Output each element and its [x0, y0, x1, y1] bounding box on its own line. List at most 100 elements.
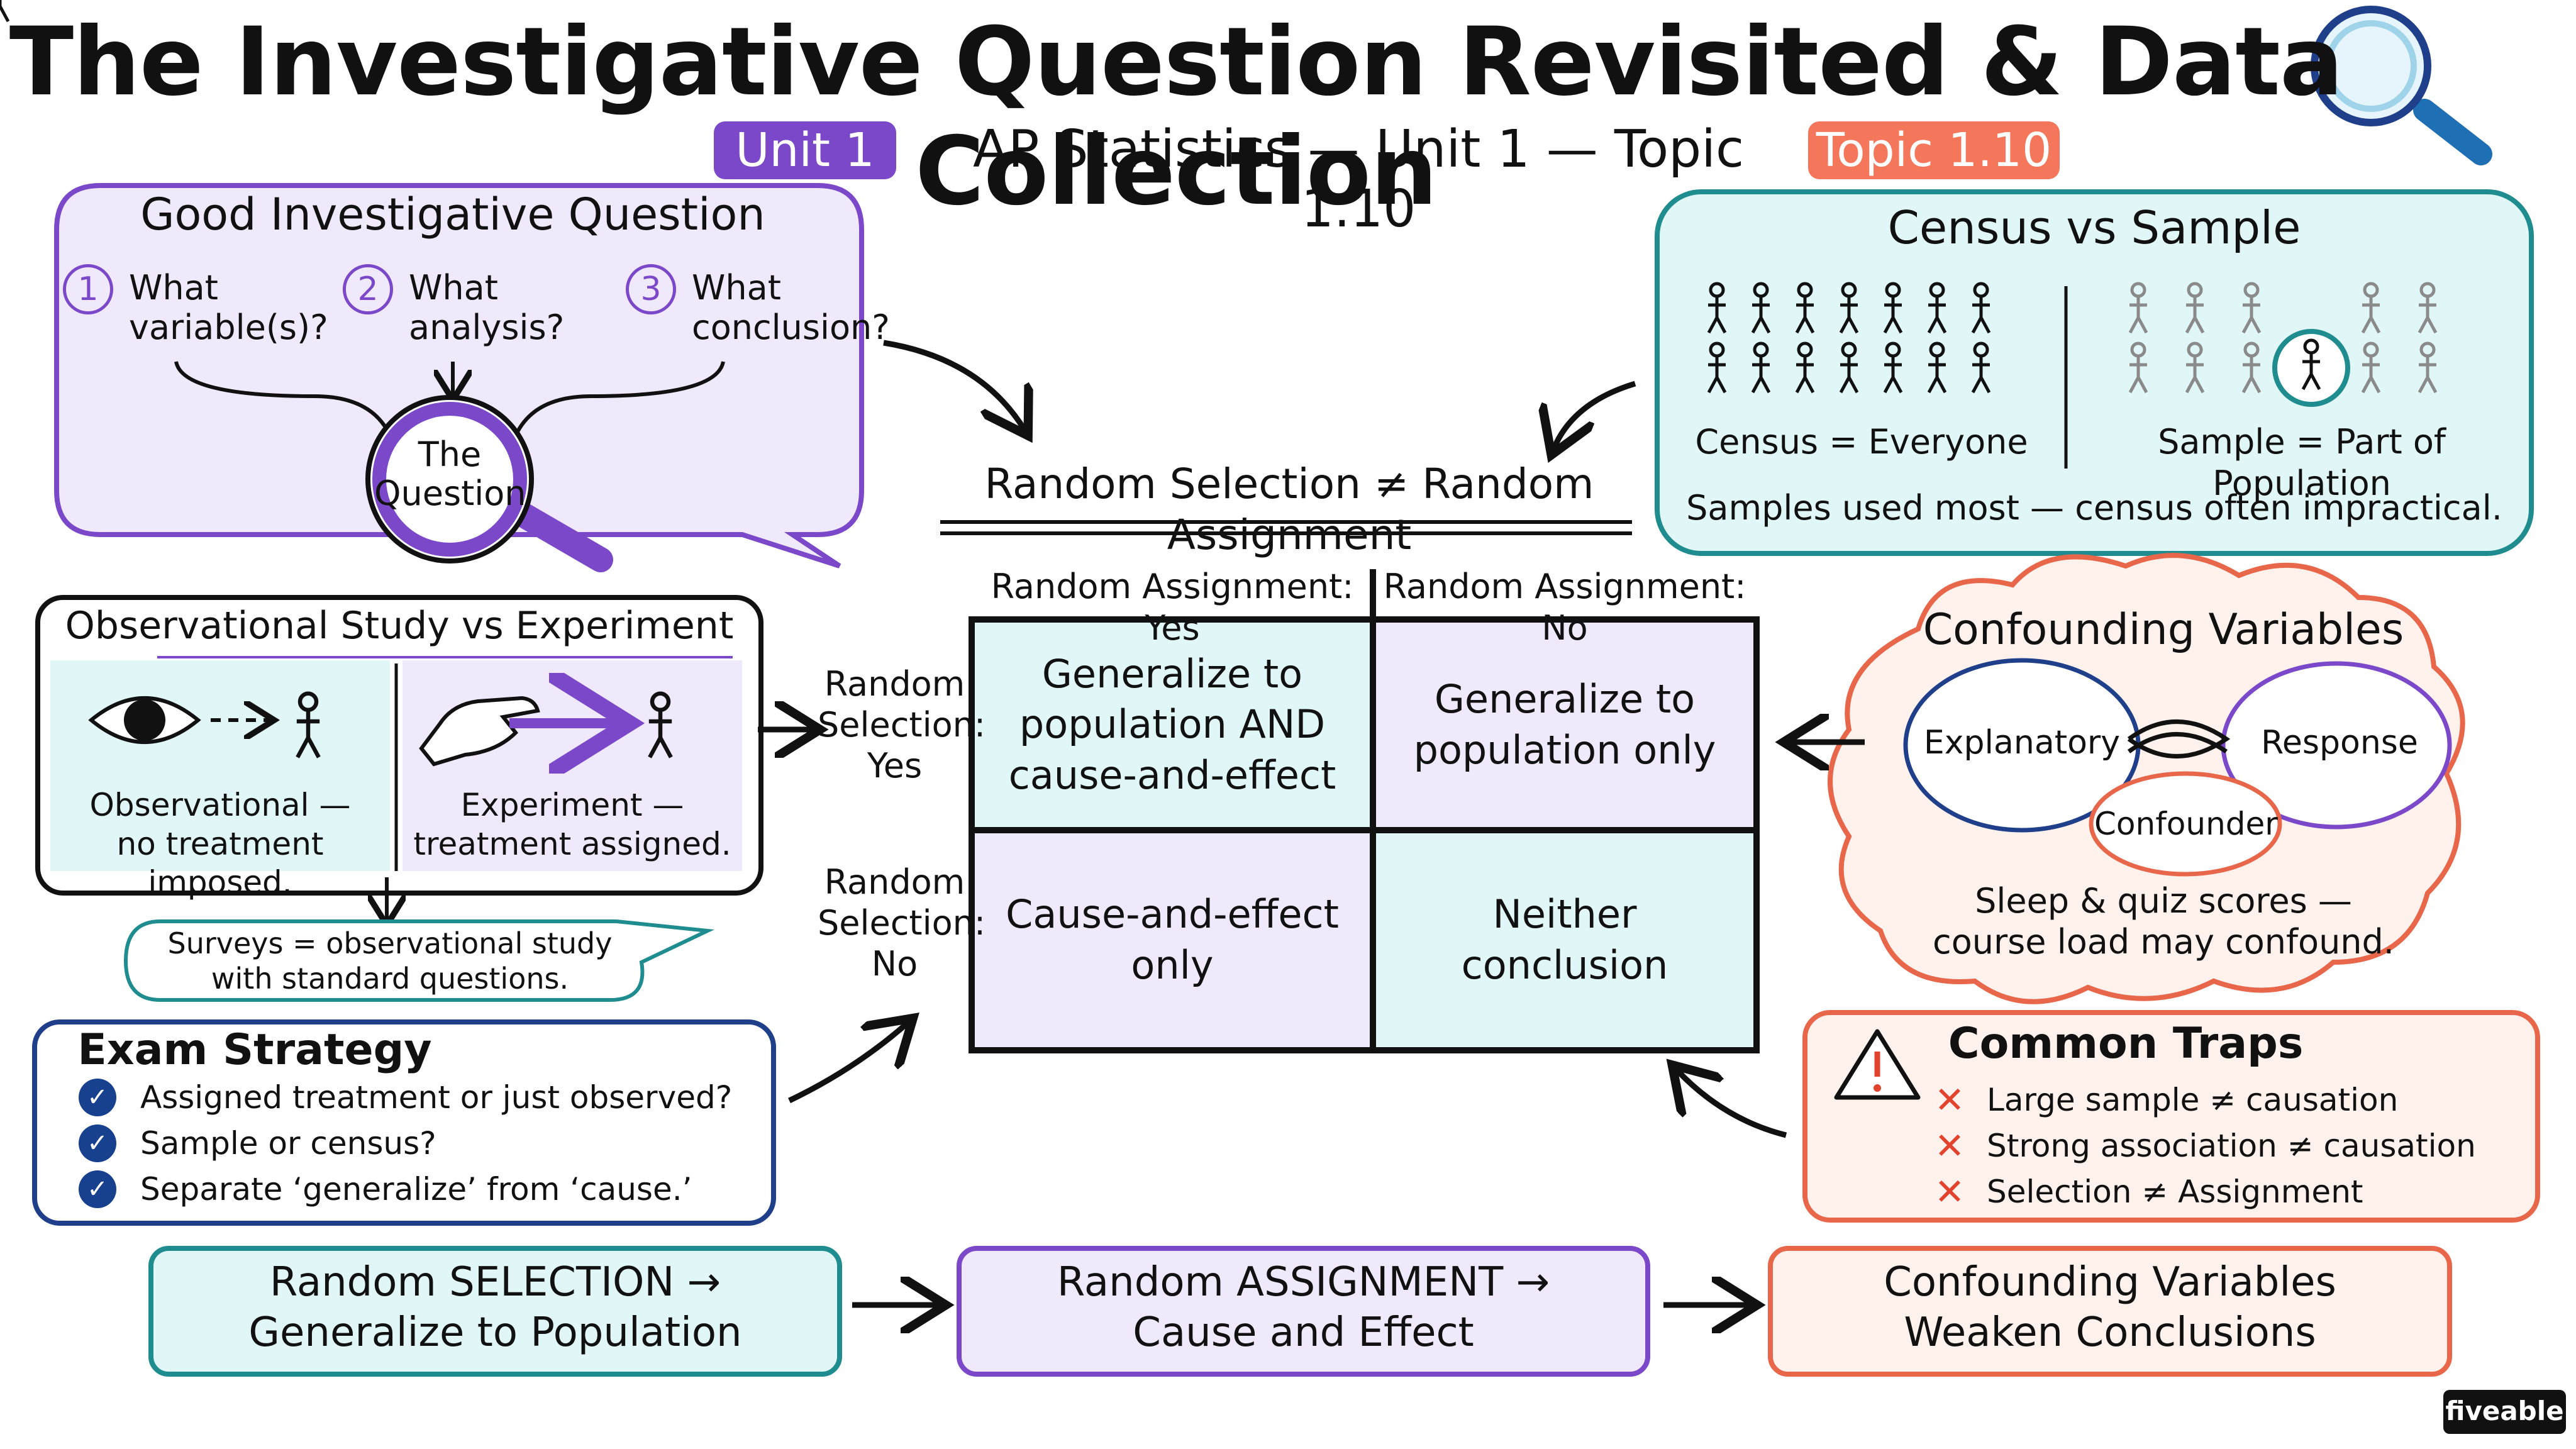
unit-pill: Unit 1	[714, 121, 896, 179]
cell-selection-no-assignment-no: Neither conclusion	[1373, 830, 1757, 1050]
cell-bg-no-no	[1373, 830, 1757, 1050]
experiment-label-line2: treatment assigned.	[413, 826, 731, 862]
exam-item-1: ✓ Assigned treatment or just observed?	[79, 1079, 732, 1116]
census-label: Census = Everyone	[1695, 422, 2028, 462]
census-people	[0, 0, 10, 23]
row-header-selection-yes-3: Yes	[867, 746, 923, 786]
question-1-line1: What	[129, 268, 218, 308]
summary-box-1-line2: Generalize to Population	[248, 1309, 742, 1356]
trap-item-2: ✕ Strong association ≠ causation	[1934, 1124, 2476, 1167]
exam-item-2-text: Sample or census?	[140, 1125, 436, 1162]
summary-box-2-line2: Cause and Effect	[1133, 1309, 1474, 1356]
trap-item-1: ✕ Large sample ≠ causation	[1934, 1079, 2399, 1121]
row-header-selection-yes-1: Random	[824, 664, 965, 704]
x-icon: ✕	[1934, 1079, 1965, 1121]
survey-note-line2: with standard questions.	[211, 962, 569, 996]
cell-bg-no-yes	[972, 830, 1373, 1050]
confounding-title: Confounding Variables	[1923, 605, 2404, 655]
check-icon: ✓	[79, 1170, 116, 1208]
x-icon: ✕	[1934, 1170, 1965, 1213]
observational-label-line2: no treatment imposed.	[116, 826, 324, 901]
survey-bubble	[123, 919, 714, 1002]
title-magnifier-shape	[2311, 6, 2492, 165]
census-title: Census vs Sample	[1887, 201, 2301, 254]
eye-icon	[88, 676, 352, 777]
confounder-label: Confounder	[2094, 806, 2278, 842]
question-3-line2: conclusion?	[692, 308, 890, 347]
title-magnifier-icon	[2308, 3, 2490, 167]
cell-selection-no-assignment-yes: Cause-and-effect only	[972, 830, 1373, 1050]
warning-icon	[1833, 1028, 1921, 1104]
cell-selection-yes-assignment-yes: Generalize to population AND cause-and-e…	[972, 619, 1373, 830]
traps-title: Common Traps	[1948, 1019, 2304, 1069]
trap-item-3: ✕ Selection ≠ Assignment	[1934, 1170, 2363, 1213]
summary-box-3-frame	[1768, 1246, 2452, 1377]
exam-title: Exam Strategy	[77, 1025, 432, 1075]
cell-yy-line1: Generalize to	[1041, 650, 1303, 697]
number-1-badge: 1	[63, 264, 113, 314]
observational-label-line1: Observational —	[89, 787, 351, 823]
summary-box-3-line2: Weaken Conclusions	[1904, 1309, 2316, 1356]
row-header-selection-no-2: Selection:	[818, 903, 986, 943]
grid-frame	[969, 616, 1760, 1053]
census-people-icon	[1698, 277, 2000, 402]
census-panel	[1655, 189, 2534, 556]
grid-header: Random Selection ≠ Random Assignment	[984, 460, 1594, 559]
cell-ny-line1: Cause-and-effect	[1006, 891, 1339, 938]
topic-pill: Topic 1.10	[1808, 121, 2060, 179]
column-header-assignment-yes: Random Assignment: Yes	[991, 567, 1354, 648]
number-3-badge: 3	[626, 264, 676, 314]
summary-box-2-frame	[957, 1246, 1650, 1377]
cell-yy-line3: cause-and-effect	[1008, 752, 1336, 798]
confounding-example-line1: Sleep & quiz scores —	[1975, 881, 2352, 921]
question-2-line2: analysis?	[409, 308, 565, 347]
tangled-link-icon	[2126, 704, 2233, 774]
lens-text-line2: Question	[374, 474, 526, 513]
exam-item-1-text: Assigned treatment or just observed?	[140, 1079, 733, 1116]
summary-box-3-line1: Confounding Variables	[1884, 1259, 2336, 1306]
check-icon: ✓	[79, 1124, 116, 1162]
cell-bg-yes-no	[1373, 619, 1757, 830]
sample-people-icon	[2119, 277, 2446, 402]
trap-item-3-text: Selection ≠ Assignment	[1987, 1174, 2363, 1210]
page-title: The Investigative Question Revisited & D…	[9, 8, 2343, 226]
investigative-title: Good Investigative Question	[140, 189, 765, 240]
hand-icon-shape	[419, 698, 619, 764]
question-1-line2: variable(s)?	[129, 308, 328, 347]
experiment-label-line1: Experiment —	[460, 787, 684, 823]
cell-selection-yes-assignment-no: Generalize to population only	[1373, 619, 1757, 830]
trap-item-2-text: Strong association ≠ causation	[1987, 1128, 2476, 1164]
row-header-selection-no-1: Random	[824, 862, 965, 902]
cell-nn-line1: Neither	[1492, 891, 1637, 938]
question-lens	[365, 395, 534, 564]
confounding-example-line2: course load may confound.	[1933, 922, 2394, 962]
cell-nn-line2: conclusion	[1461, 942, 1668, 988]
cell-ny-line2: only	[1131, 942, 1214, 988]
traps-panel	[1802, 1010, 2540, 1223]
question-3-line1: What	[692, 268, 781, 308]
explanatory-label: Explanatory	[1923, 724, 2121, 762]
trap-item-1-text: Large sample ≠ causation	[1987, 1082, 2399, 1118]
column-header-assignment-no: Random Assignment: No	[1383, 567, 1746, 648]
question-2-line1: What	[409, 268, 498, 308]
x-icon: ✕	[1934, 1124, 1965, 1167]
cell-bg-yes-yes	[972, 619, 1373, 830]
survey-note-line1: Surveys = observational study	[167, 926, 613, 960]
lens-text-line1: The	[418, 435, 482, 474]
summary-box-2-line1: Random ASSIGNMENT →	[1057, 1259, 1550, 1306]
row-header-selection-no-3: No	[871, 944, 918, 984]
exam-panel	[32, 1019, 776, 1226]
exam-item-2: ✓ Sample or census?	[79, 1124, 436, 1162]
exam-item-3: ✓ Separate ‘generalize’ from ‘cause.’	[79, 1170, 692, 1208]
cell-yn-line1: Generalize to	[1434, 675, 1696, 722]
response-label: Response	[2261, 724, 2418, 762]
number-2-badge: 2	[343, 264, 393, 314]
eye-icon-shape	[88, 696, 270, 744]
cell-yy-line2: population AND	[1019, 701, 1326, 748]
observational-title: Observational Study vs Experiment	[65, 604, 734, 648]
summary-box-1-frame	[148, 1246, 842, 1377]
sample-label: Sample = Part of Population	[2158, 422, 2446, 503]
hand-pointer-icon	[418, 676, 726, 777]
brand-badge: fiveable	[2445, 1396, 2564, 1426]
